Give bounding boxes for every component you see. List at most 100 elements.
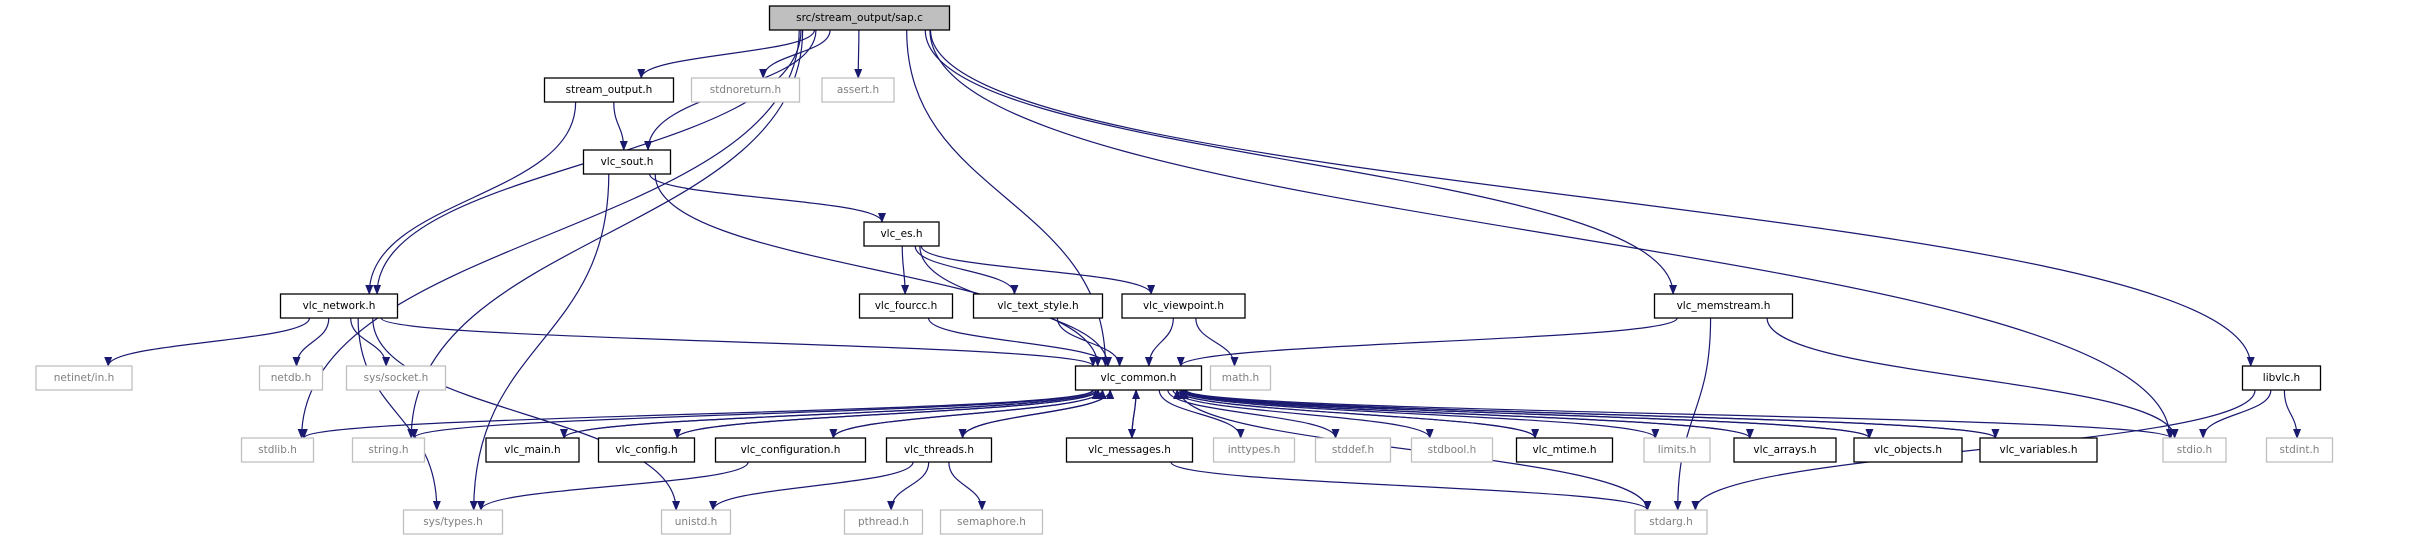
node-sys-types: sys/types.h <box>402 509 504 535</box>
node-label: vlc_mtime.h <box>1532 444 1596 456</box>
node-box <box>543 77 675 103</box>
edge-vlc_common-to-stdio <box>1185 389 2175 439</box>
edge-vlc_mtime-to-vlc_common <box>1173 389 1536 439</box>
node-stdbool: stdbool.h <box>1410 437 1494 463</box>
edge-vlc_common-to-stddef <box>1167 389 1340 439</box>
node-vlc-mtime[interactable]: vlc_mtime.h <box>1515 437 1614 463</box>
edge-libvlc-to-stdint <box>2283 389 2302 439</box>
edge-vlc_common-to-string <box>410 389 1095 439</box>
node-vlc-sout[interactable]: vlc_sout.h <box>582 149 672 175</box>
node-stdlib: stdlib.h <box>240 437 315 463</box>
node-vlc-text-style[interactable]: vlc_text_style.h <box>972 293 1104 319</box>
node-box <box>1410 437 1494 463</box>
node-netinet-in: netinet/in.h <box>35 365 133 391</box>
node-stddef: stddef.h <box>1314 437 1392 463</box>
node-vlc-objects[interactable]: vlc_objects.h <box>1853 437 1963 463</box>
edge-stream_output-to-vlc_network <box>365 101 577 295</box>
node-vlc-es[interactable]: vlc_es.h <box>863 221 940 247</box>
node-label: stdnoreturn.h <box>710 84 781 96</box>
node-vlc-configuration[interactable]: vlc_configuration.h <box>714 437 867 463</box>
node-math: math.h <box>1209 365 1272 391</box>
edge-stream_output-to-vlc_sout <box>613 101 628 151</box>
node-box <box>582 149 672 175</box>
edge-vlc_viewpoint-to-math <box>1195 317 1239 367</box>
edge-vlc_sout-to-vlc_common <box>654 173 1102 367</box>
edge-vlc_common-to-limits <box>1179 389 1660 439</box>
node-label: assert.h <box>837 84 879 96</box>
node-label: stdlib.h <box>258 444 297 456</box>
node-label: vlc_objects.h <box>1874 444 1942 456</box>
edge-libvlc-to-stdarg <box>1691 389 2256 511</box>
edge-vlc_common-to-inttypes <box>1158 389 1245 439</box>
node-box <box>2162 437 2227 463</box>
node-label: string.h <box>368 444 408 456</box>
edge-vlc_config-to-vlc_common <box>676 389 1103 439</box>
node-box <box>843 509 924 535</box>
node-vlc-memstream[interactable]: vlc_memstream.h <box>1653 293 1794 319</box>
node-label: vlc_config.h <box>615 444 677 456</box>
node-stream-output[interactable]: stream_output.h <box>543 77 675 103</box>
edge-vlc_es-to-vlc_viewpoint <box>920 245 1156 295</box>
edge-vlc_memstream-to-stdio <box>1766 317 2179 439</box>
node-vlc-network[interactable]: vlc_network.h <box>279 293 399 319</box>
node-box <box>1634 509 1708 535</box>
node-box <box>2265 437 2334 463</box>
node-box <box>660 509 732 535</box>
node-box <box>1979 437 2098 463</box>
node-assert: assert.h <box>821 77 895 103</box>
node-box <box>1853 437 1963 463</box>
node-label: stream_output.h <box>566 84 653 96</box>
edge-root-to-stream_output <box>637 29 816 79</box>
edge-vlc_messages-to-vlc_common <box>1131 389 1141 439</box>
node-stdnoreturn: stdnoreturn.h <box>690 77 801 103</box>
node-vlc-messages[interactable]: vlc_messages.h <box>1065 437 1194 463</box>
edge-root-to-libvlc <box>929 29 2255 367</box>
node-vlc-viewpoint[interactable]: vlc_viewpoint.h <box>1121 293 1246 319</box>
edge-vlc_sout-to-sys_types <box>469 173 610 511</box>
node-root[interactable]: src/stream_output/sap.c <box>768 5 951 31</box>
node-box <box>939 509 1044 535</box>
node-stdarg: stdarg.h <box>1634 509 1708 535</box>
node-label: sys/socket.h <box>364 372 429 384</box>
node-box <box>714 437 867 463</box>
edge-vlc_network-to-sys_types <box>357 317 441 511</box>
node-vlc-threads[interactable]: vlc_threads.h <box>885 437 993 463</box>
edge-root-to-string <box>407 29 804 439</box>
node-label: netinet/in.h <box>54 372 114 384</box>
node-box <box>1212 437 1296 463</box>
node-label: src/stream_output/sap.c <box>796 12 923 24</box>
node-pthread: pthread.h <box>843 509 924 535</box>
node-label: vlc_es.h <box>880 228 922 240</box>
node-sys-socket: sys/socket.h <box>345 365 447 391</box>
edge-vlc_memstream-to-vlc_common <box>1176 317 1678 367</box>
node-vlc-config[interactable]: vlc_config.h <box>597 437 696 463</box>
node-unistd: unistd.h <box>660 509 732 535</box>
node-inttypes: inttypes.h <box>1212 437 1296 463</box>
node-label: vlc_common.h <box>1101 372 1177 384</box>
node-box <box>690 77 801 103</box>
node-vlc-variables[interactable]: vlc_variables.h <box>1979 437 2098 463</box>
node-vlc-arrays[interactable]: vlc_arrays.h <box>1733 437 1837 463</box>
edge-vlc_threads-to-semaphore <box>948 461 986 511</box>
edge-libvlc-to-stdio <box>2199 389 2272 439</box>
node-label: vlc_arrays.h <box>1753 444 1816 456</box>
edge-vlc_objects-to-vlc_common <box>1179 389 1871 439</box>
node-label: math.h <box>1222 372 1259 384</box>
edge-vlc_network-to-vlc_common <box>380 317 1097 367</box>
edge-vlc_es-to-vlc_text_style <box>914 245 1019 295</box>
node-libvlc[interactable]: libvlc.h <box>2241 365 2322 391</box>
node-box <box>972 293 1104 319</box>
node-vlc-main[interactable]: vlc_main.h <box>485 437 580 463</box>
edge-vlc_threads-to-unistd <box>709 461 914 511</box>
node-label: stddef.h <box>1332 444 1374 456</box>
edge-vlc_variables-to-vlc_common <box>1181 389 1997 439</box>
edge-vlc_viewpoint-to-vlc_common <box>1144 317 1174 367</box>
node-label: vlc_memstream.h <box>1677 300 1771 312</box>
node-box <box>1121 293 1246 319</box>
node-label: stdint.h <box>2280 444 2320 456</box>
node-vlc-common[interactable]: vlc_common.h <box>1074 365 1203 391</box>
node-label: stdio.h <box>2177 444 2212 456</box>
node-vlc-fourcc[interactable]: vlc_fourcc.h <box>858 293 954 319</box>
node-box <box>1643 437 1711 463</box>
